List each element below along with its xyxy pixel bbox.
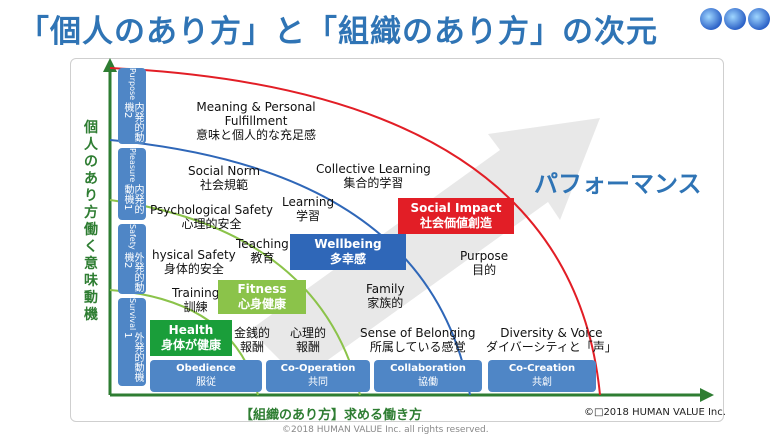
logo-icon-1 [700,8,722,30]
label-meaning: Meaning & Personal Fulfillment 意味と個人的な充足… [196,100,316,142]
tag-fitness: Fitness 心身健康 [218,280,306,314]
label-jp: 教育 [250,251,275,265]
level-jp: 内発的動機2 [122,102,143,143]
page-title: 「個人のあり方」と「組織のあり方」の次元 [18,14,658,50]
label-jp-2: 報酬 [240,340,265,354]
label-jp: 身体的安全 [163,262,224,276]
copyright-outer: ©2018 HUMAN VALUE Inc. all rights reserv… [282,425,489,435]
label-en: Sense of Belonging [360,326,476,340]
label-en: Purpose [460,249,509,263]
level-en: Purpose [128,68,137,101]
label-learning: Learning 学習 [282,195,334,223]
label-teaching: Teaching 教育 [236,237,289,265]
x-axis-arrowhead [700,388,714,402]
label-monetary-reward: 金銭的 報酬 [234,326,270,354]
label-physical-safety: hysical Safety 身体的安全 [152,248,236,276]
copyright-inner: ©□2018 HUMAN VALUE Inc. [584,407,726,418]
tag-en: Wellbeing [314,237,382,251]
stage-co-operation: Co-Operation 共同 [266,360,370,392]
label-jp: ダイバーシティと「声」 [486,340,617,354]
tag-social-impact: Social Impact 社会価値創造 [398,198,514,234]
stage-jp: 服従 [196,377,216,388]
label-jp: 社会規範 [200,178,249,192]
stage-obedience: Obedience 服従 [150,360,262,392]
label-family: Family 家族的 [366,282,405,310]
level-jp: 内発的動機1 [122,184,143,215]
performance-arrow [250,118,600,380]
label-en: hysical Safety [152,248,236,262]
label-jp: 金銭的 [234,326,271,340]
label-jp: 集合的学習 [343,176,404,190]
y-axis-arrowhead [103,58,117,72]
label-en: Learning [282,195,335,209]
level-en: Survival [128,298,137,331]
tag-en: Fitness [237,282,287,296]
level-en: Safety [128,224,137,250]
stage-en: Collaboration [390,363,466,374]
stage-jp: 協働 [418,377,438,388]
level-pleasure: Pleasure 内発的動機1 [118,148,146,220]
tag-jp: 心身健康 [237,297,286,311]
tag-en: Health [168,323,214,337]
curve-green-2 [109,199,361,396]
label-jp: 目的 [472,263,497,277]
level-purpose: Purpose 内発的動機2 [118,68,146,144]
label-social-norm: Social Norm 社会規範 [188,164,260,192]
level-jp: 外発的動機2 [122,251,143,292]
tag-jp: 多幸感 [329,252,366,266]
label-en: Family [366,282,405,296]
tag-wellbeing: Wellbeing 多幸感 [290,234,406,270]
y-axis-label: 個人のあり方 働く意味 動機 [84,120,98,323]
tag-en: Social Impact [410,201,502,215]
curve-blue [109,139,471,396]
stage-en: Co-Creation [508,363,576,374]
level-en: Pleasure [128,148,137,183]
label-training: Training 訓練 [172,286,219,314]
label-jp: 訓練 [183,300,208,314]
stage-jp: 共創 [532,377,552,388]
level-jp: 外発的動機1 [122,332,143,383]
label-en-2: Fulfillment [224,114,288,128]
label-en: Meaning & Personal [196,100,316,114]
label-diversity: Diversity & Voice ダイバーシティと「声」 [486,326,617,354]
label-en: Training [172,286,220,300]
label-belonging: Sense of Belonging 所属している感覚 [360,326,476,354]
curve-red [109,67,601,396]
label-jp: 意味と個人的な充足感 [196,128,317,142]
label-en: Psychological Safety [150,203,274,217]
level-safety: Safety 外発的動機2 [118,224,146,294]
stage-co-creation: Co-Creation 共創 [488,360,596,392]
label-psych-safety: Psychological Safety 心理的安全 [150,203,273,231]
label-jp: 心理的安全 [181,217,242,231]
stage-jp: 共同 [308,377,328,388]
label-jp: 学習 [296,209,321,223]
stage-en: Co-Operation [280,363,356,374]
tag-health: Health 身体が健康 [150,320,232,356]
label-en: Teaching [236,237,289,251]
tag-jp: 社会価値創造 [419,216,492,230]
stage-collaboration: Collaboration 協働 [374,360,482,392]
logo-icon-3 [748,8,770,30]
label-en: Social Norm [188,164,261,178]
label-jp: 心理的 [290,326,327,340]
label-psych-reward: 心理的 報酬 [290,326,326,354]
performance-label: パフォーマンス [534,170,702,198]
label-en: Diversity & Voice [500,326,603,340]
label-jp-2: 報酬 [296,340,321,354]
logo-icon-2 [724,8,746,30]
label-jp: 家族的 [367,296,404,310]
label-purpose: Purpose 目的 [460,249,508,277]
level-survival: Survival 外発的動機1 [118,298,146,386]
x-axis-label: 【組織のあり方】求める働き方 [240,408,423,423]
label-en: Collective Learning [316,162,431,176]
tag-jp: 身体が健康 [160,338,221,352]
label-jp: 所属している感覚 [369,340,466,354]
label-collective-learning: Collective Learning 集合的学習 [316,162,431,190]
stage-en: Obedience [176,363,236,374]
